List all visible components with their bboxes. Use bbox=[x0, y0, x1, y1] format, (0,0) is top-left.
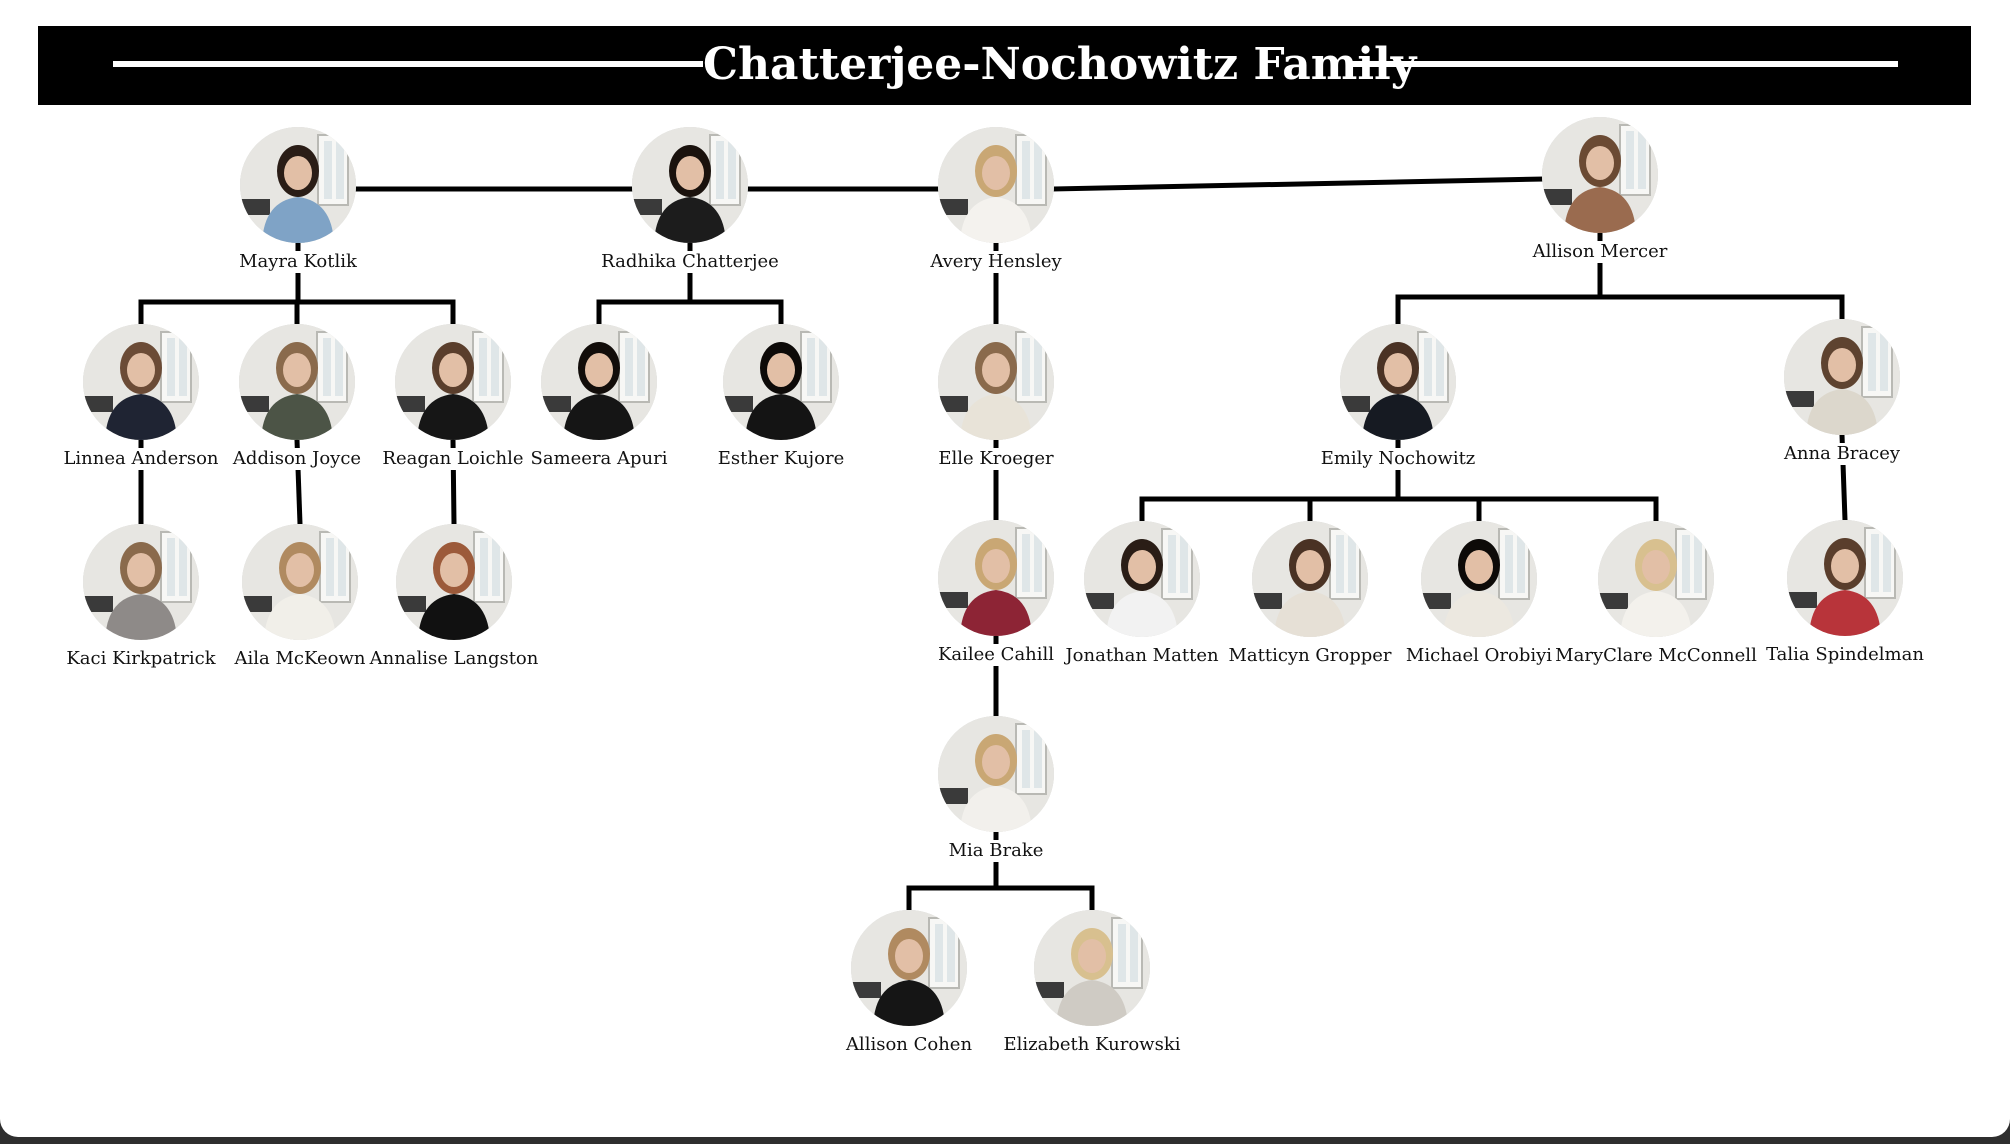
portrait-photo bbox=[239, 324, 355, 440]
member-name: Kaci Kirkpatrick bbox=[64, 648, 218, 670]
portrait-photo bbox=[1084, 521, 1200, 637]
member-node[interactable]: Kaci Kirkpatrick bbox=[41, 524, 241, 670]
member-node[interactable]: Aila McKeown bbox=[200, 524, 400, 670]
member-name: Emily Nochowitz bbox=[1318, 448, 1478, 470]
page-title: Chatterjee-Nochowitz Family bbox=[703, 39, 1417, 90]
member-name: Addison Joyce bbox=[230, 448, 364, 470]
member-name: Matticyn Gropper bbox=[1226, 645, 1394, 667]
portrait-photo bbox=[851, 910, 967, 1026]
portrait-photo bbox=[1598, 521, 1714, 637]
member-name: Esther Kujore bbox=[715, 448, 847, 470]
member-name: Elle Kroeger bbox=[936, 448, 1056, 470]
member-node[interactable]: Addison Joyce bbox=[197, 324, 397, 470]
member-name: Radhika Chatterjee bbox=[599, 251, 781, 273]
portrait-photo bbox=[1340, 324, 1456, 440]
member-node[interactable]: Mayra Kotlik bbox=[198, 127, 398, 273]
member-node[interactable]: MaryClare McConnell bbox=[1553, 521, 1759, 667]
portrait-photo bbox=[1034, 910, 1150, 1026]
member-name: MaryClare McConnell bbox=[1553, 645, 1759, 667]
portrait-photo bbox=[83, 324, 199, 440]
member-name: Talia Spindelman bbox=[1764, 644, 1926, 666]
portrait-photo bbox=[938, 324, 1054, 440]
member-node[interactable]: Mia Brake bbox=[896, 716, 1096, 862]
member-name: Annalise Langston bbox=[367, 648, 541, 670]
title-banner: Chatterjee-Nochowitz Family bbox=[38, 26, 1971, 105]
portrait-photo bbox=[541, 324, 657, 440]
portrait-photo bbox=[396, 524, 512, 640]
member-node[interactable]: Jonathan Matten bbox=[1042, 521, 1242, 667]
portrait-photo bbox=[1252, 521, 1368, 637]
member-node[interactable]: Esther Kujore bbox=[681, 324, 881, 470]
member-name: Michael Orobiyi bbox=[1403, 645, 1555, 667]
portrait-photo bbox=[1787, 520, 1903, 636]
member-node[interactable]: Talia Spindelman bbox=[1745, 520, 1945, 666]
member-name: Kailee Cahill bbox=[935, 644, 1057, 666]
banner-stripe-right bbox=[1350, 61, 1898, 67]
portrait-photo bbox=[938, 127, 1054, 243]
member-node[interactable]: Allison Cohen bbox=[809, 910, 1009, 1056]
portrait-photo bbox=[1784, 319, 1900, 435]
portrait-photo bbox=[1421, 521, 1537, 637]
member-node[interactable]: Matticyn Gropper bbox=[1210, 521, 1410, 667]
member-node[interactable]: Linnea Anderson bbox=[41, 324, 241, 470]
member-name: Mayra Kotlik bbox=[237, 251, 359, 273]
portrait-photo bbox=[240, 127, 356, 243]
member-name: Linnea Anderson bbox=[61, 448, 221, 470]
portrait-photo bbox=[723, 324, 839, 440]
member-name: Allison Mercer bbox=[1530, 241, 1670, 263]
member-name: Elizabeth Kurowski bbox=[1001, 1034, 1183, 1056]
member-node[interactable]: Allison Mercer bbox=[1500, 117, 1700, 263]
member-name: Allison Cohen bbox=[843, 1034, 975, 1056]
portrait-photo bbox=[632, 127, 748, 243]
member-node[interactable]: Kailee Cahill bbox=[896, 520, 1096, 666]
member-name: Reagan Loichle bbox=[380, 448, 526, 470]
portrait-photo bbox=[938, 716, 1054, 832]
member-node[interactable]: Emily Nochowitz bbox=[1298, 324, 1498, 470]
banner-stripe-left bbox=[113, 61, 703, 67]
member-node[interactable]: Radhika Chatterjee bbox=[590, 127, 790, 273]
member-node[interactable]: Elle Kroeger bbox=[896, 324, 1096, 470]
member-node[interactable]: Reagan Loichle bbox=[353, 324, 553, 470]
member-node[interactable]: Anna Bracey bbox=[1742, 319, 1942, 465]
portrait-photo bbox=[395, 324, 511, 440]
portrait-photo bbox=[938, 520, 1054, 636]
member-node[interactable]: Elizabeth Kurowski bbox=[992, 910, 1192, 1056]
member-name: Sameera Apuri bbox=[528, 448, 670, 470]
member-name: Jonathan Matten bbox=[1063, 645, 1221, 667]
member-name: Avery Hensley bbox=[928, 251, 1064, 273]
member-name: Aila McKeown bbox=[232, 648, 368, 670]
member-node[interactable]: Sameera Apuri bbox=[499, 324, 699, 470]
portrait-photo bbox=[242, 524, 358, 640]
portrait-photo bbox=[1542, 117, 1658, 233]
member-name: Anna Bracey bbox=[1781, 443, 1903, 465]
member-node[interactable]: Michael Orobiyi bbox=[1379, 521, 1579, 667]
member-name: Mia Brake bbox=[946, 840, 1046, 862]
member-node[interactable]: Annalise Langston bbox=[354, 524, 554, 670]
root-link-line bbox=[1051, 176, 1545, 192]
member-node[interactable]: Avery Hensley bbox=[896, 127, 1096, 273]
portrait-photo bbox=[83, 524, 199, 640]
